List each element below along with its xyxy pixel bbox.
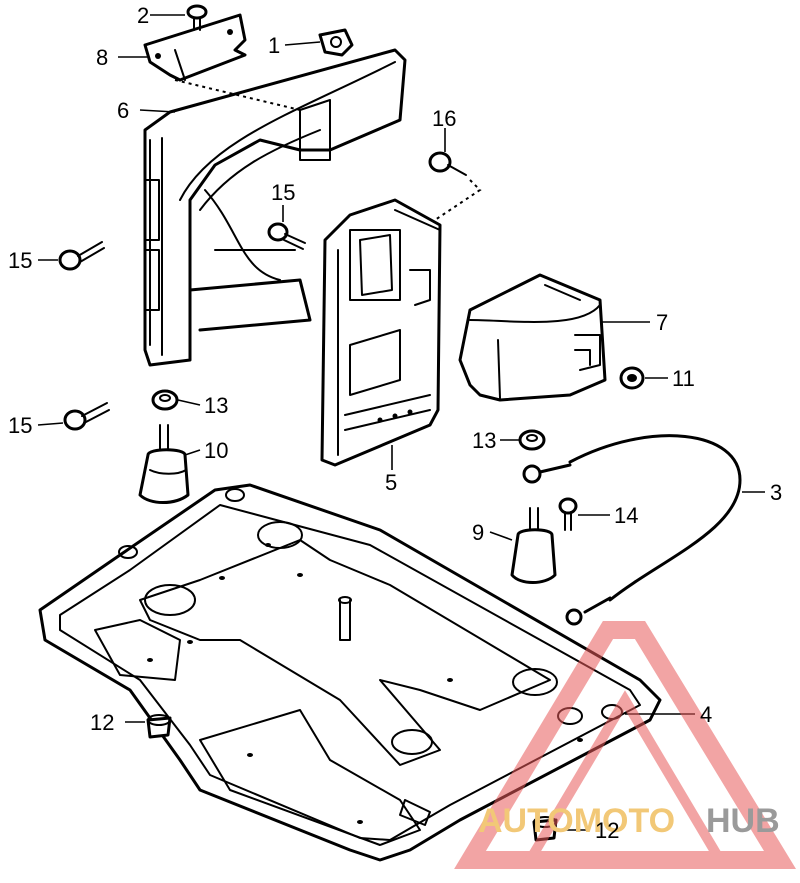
callout-10: 10: [204, 438, 228, 463]
callout-13-right: 13: [472, 428, 496, 453]
watermark-word-right: HUB: [706, 802, 780, 840]
part-14-bolt: [558, 497, 578, 531]
part-15-bolt-a: [58, 241, 105, 271]
part-16-bolt: [428, 151, 482, 221]
part-15-bolt-b: [267, 222, 306, 250]
callout-15-left: 15: [8, 248, 32, 273]
part-13-nut-a: [151, 389, 179, 411]
callout-9: 9: [472, 520, 484, 545]
callout-3: 3: [770, 480, 782, 505]
callout-12-left: 12: [90, 710, 114, 735]
callout-14: 14: [614, 503, 638, 528]
part-8-bracket: [143, 13, 247, 82]
callout-16: 16: [432, 106, 456, 131]
part-2-bolt: [186, 4, 208, 31]
callout-4: 4: [700, 702, 712, 727]
callout-15-top: 15: [271, 180, 295, 205]
callout-11: 11: [672, 366, 695, 391]
part-11-grommet: [619, 366, 645, 390]
callout-6: 6: [117, 98, 129, 123]
callout-labels: 2 1 8 6 16 15 15 15 13 10 5 7 11 13 3 14…: [8, 3, 782, 843]
part-10-rubber-mount: [138, 424, 190, 504]
part-1-clip: [318, 28, 354, 57]
watermark-triangle: [454, 621, 797, 869]
part-15-bolt-c: [63, 402, 110, 431]
part-3-ground-cable: [522, 434, 742, 626]
part-6-side-cover: [143, 48, 407, 367]
part-4-base-frame: [38, 483, 662, 862]
watermark-text: AUTOMOTO HUB: [478, 802, 780, 840]
callout-2: 2: [137, 3, 149, 28]
callout-5: 5: [385, 470, 397, 495]
callout-8: 8: [96, 45, 108, 70]
part-5-inner-panel: [320, 198, 442, 467]
part-7-box-cover: [458, 273, 607, 402]
part-12-foot-a: [146, 714, 172, 739]
callout-15-lower: 15: [8, 413, 32, 438]
callout-7: 7: [656, 310, 668, 335]
callout-13-left: 13: [204, 393, 228, 418]
watermark-word-left: AUTOMOTO: [478, 802, 675, 840]
part-9-rubber-mount: [510, 507, 557, 584]
callout-12-right: 12: [595, 818, 619, 843]
part-13-nut-b: [518, 429, 546, 451]
callout-1: 1: [268, 33, 280, 58]
